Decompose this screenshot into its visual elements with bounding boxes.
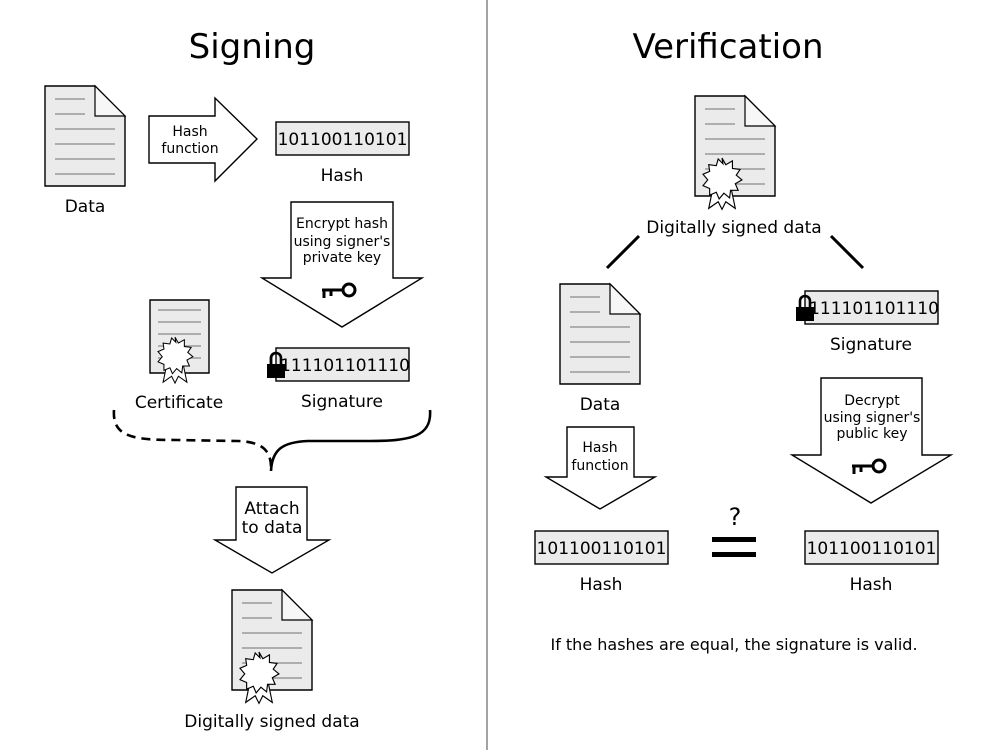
certificate-icon — [149, 299, 210, 384]
verification-hash-left-value: 101100110101 — [537, 539, 667, 559]
signing-data-label: Data — [65, 197, 106, 217]
encrypt-line-3: private key — [303, 250, 381, 266]
equals-sign-icon — [712, 537, 756, 557]
verification-signature-box — [804, 290, 939, 325]
signing-hash-function-line-1: Hash — [172, 124, 207, 140]
decrypt-line-3: public key — [836, 426, 907, 442]
signing-signed-document-icon — [231, 589, 313, 704]
attach-to-data-arrow: Attach to data — [212, 486, 332, 574]
verification-hash-right-label: Hash — [850, 575, 893, 595]
encrypt-line-1: Encrypt hash — [296, 216, 388, 232]
signing-data-document-icon — [44, 85, 126, 187]
verification-hash-function-line-2: function — [571, 458, 628, 474]
signature-brace — [269, 409, 432, 472]
signing-signature-label: Signature — [301, 392, 383, 412]
split-line-right — [829, 234, 865, 270]
decrypt-line-2: using signer's — [824, 410, 921, 426]
decrypt-line-1: Decrypt — [844, 393, 900, 409]
verification-hash-left-label: Hash — [580, 575, 623, 595]
compare-question-mark: ? — [729, 503, 742, 531]
verification-signature-value: 111101101110 — [809, 299, 939, 319]
signing-hash-function-line-2: function — [161, 141, 218, 157]
verification-hash-function-line-1: Hash — [582, 440, 617, 456]
decrypt-arrow: Decrypt using signer's public key — [789, 377, 954, 504]
verification-hash-right-value: 101100110101 — [807, 539, 937, 559]
verification-data-label: Data — [580, 395, 621, 415]
verification-hash-right-box — [804, 530, 939, 565]
split-line-left — [605, 234, 641, 270]
signing-signed-label: Digitally signed data — [184, 712, 359, 732]
signing-title: Signing — [189, 27, 316, 67]
verification-signed-document-icon — [694, 95, 776, 210]
verification-hash-left-box — [534, 530, 669, 565]
verification-panel: Verification Digitally signed data Data … — [534, 27, 954, 654]
verification-data-document-icon — [559, 283, 641, 385]
verification-conclusion: If the hashes are equal, the signature i… — [550, 635, 917, 654]
verification-hash-function-arrow: Hash function — [543, 426, 658, 510]
signing-panel: Signing Data Hash function 101100110101 … — [44, 27, 432, 732]
attach-line-2: to data — [242, 518, 303, 538]
verification-signed-label: Digitally signed data — [646, 218, 821, 238]
signing-signature-value: 111101101110 — [280, 356, 410, 376]
certificate-brace — [112, 409, 273, 472]
verification-signature-label: Signature — [830, 335, 912, 355]
verification-title: Verification — [632, 27, 823, 67]
attach-line-1: Attach — [244, 499, 299, 519]
encrypt-hash-arrow: Encrypt hash using signer's private key — [259, 201, 425, 328]
encrypt-line-2: using signer's — [294, 234, 391, 250]
certificate-label: Certificate — [135, 393, 223, 413]
signing-hash-box — [275, 121, 410, 156]
signing-hash-label: Hash — [321, 166, 364, 186]
signing-hash-value: 101100110101 — [278, 130, 408, 150]
signing-hash-function-arrow: Hash function — [148, 96, 258, 183]
